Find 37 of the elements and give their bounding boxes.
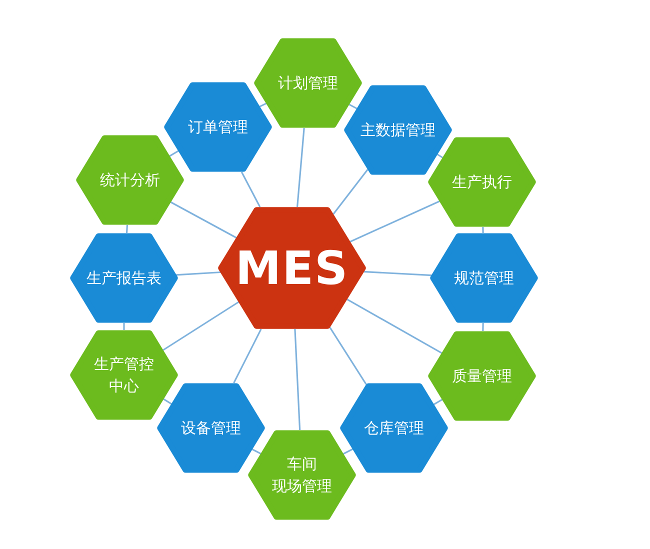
node-label: 统计分析 <box>99 170 161 191</box>
connector-line <box>240 172 261 208</box>
node-label: 生产执行 <box>451 172 513 193</box>
node-label: 计划管理 <box>277 73 339 94</box>
connector-line <box>350 200 440 242</box>
connector-line <box>346 298 442 354</box>
connector-line <box>126 224 128 234</box>
connector-line <box>123 323 125 330</box>
connector-line <box>482 226 484 234</box>
connector-line <box>342 448 354 455</box>
node-label: 质量管理 <box>451 366 513 387</box>
node-label: 车间现场管理 <box>271 454 333 497</box>
connector-line <box>252 448 262 454</box>
node-label: 设备管理 <box>180 418 242 439</box>
connector-line <box>163 398 172 405</box>
node-label: 生产管控中心 <box>93 354 155 397</box>
connector-line <box>176 271 221 276</box>
connector-line <box>233 328 262 384</box>
node-label: 主数据管理 <box>360 120 436 141</box>
node-label: 仓库管理 <box>363 418 425 439</box>
connector-line <box>170 201 237 238</box>
connector-line <box>169 150 179 157</box>
node-label: 生产报告表 <box>86 268 162 289</box>
node-label: 规范管理 <box>453 268 515 289</box>
connector-line <box>364 270 432 276</box>
connector-line <box>294 328 301 430</box>
node-label: 订单管理 <box>187 117 249 138</box>
connector-line <box>296 128 305 208</box>
connector-line <box>329 327 367 385</box>
connector-line <box>436 154 444 158</box>
connector-line <box>332 168 368 215</box>
connector-line <box>348 104 358 110</box>
connector-line <box>259 102 267 108</box>
connector-line <box>482 322 484 332</box>
title-label: MES <box>235 243 349 293</box>
connector-line <box>433 398 443 406</box>
connector-line <box>162 301 240 351</box>
